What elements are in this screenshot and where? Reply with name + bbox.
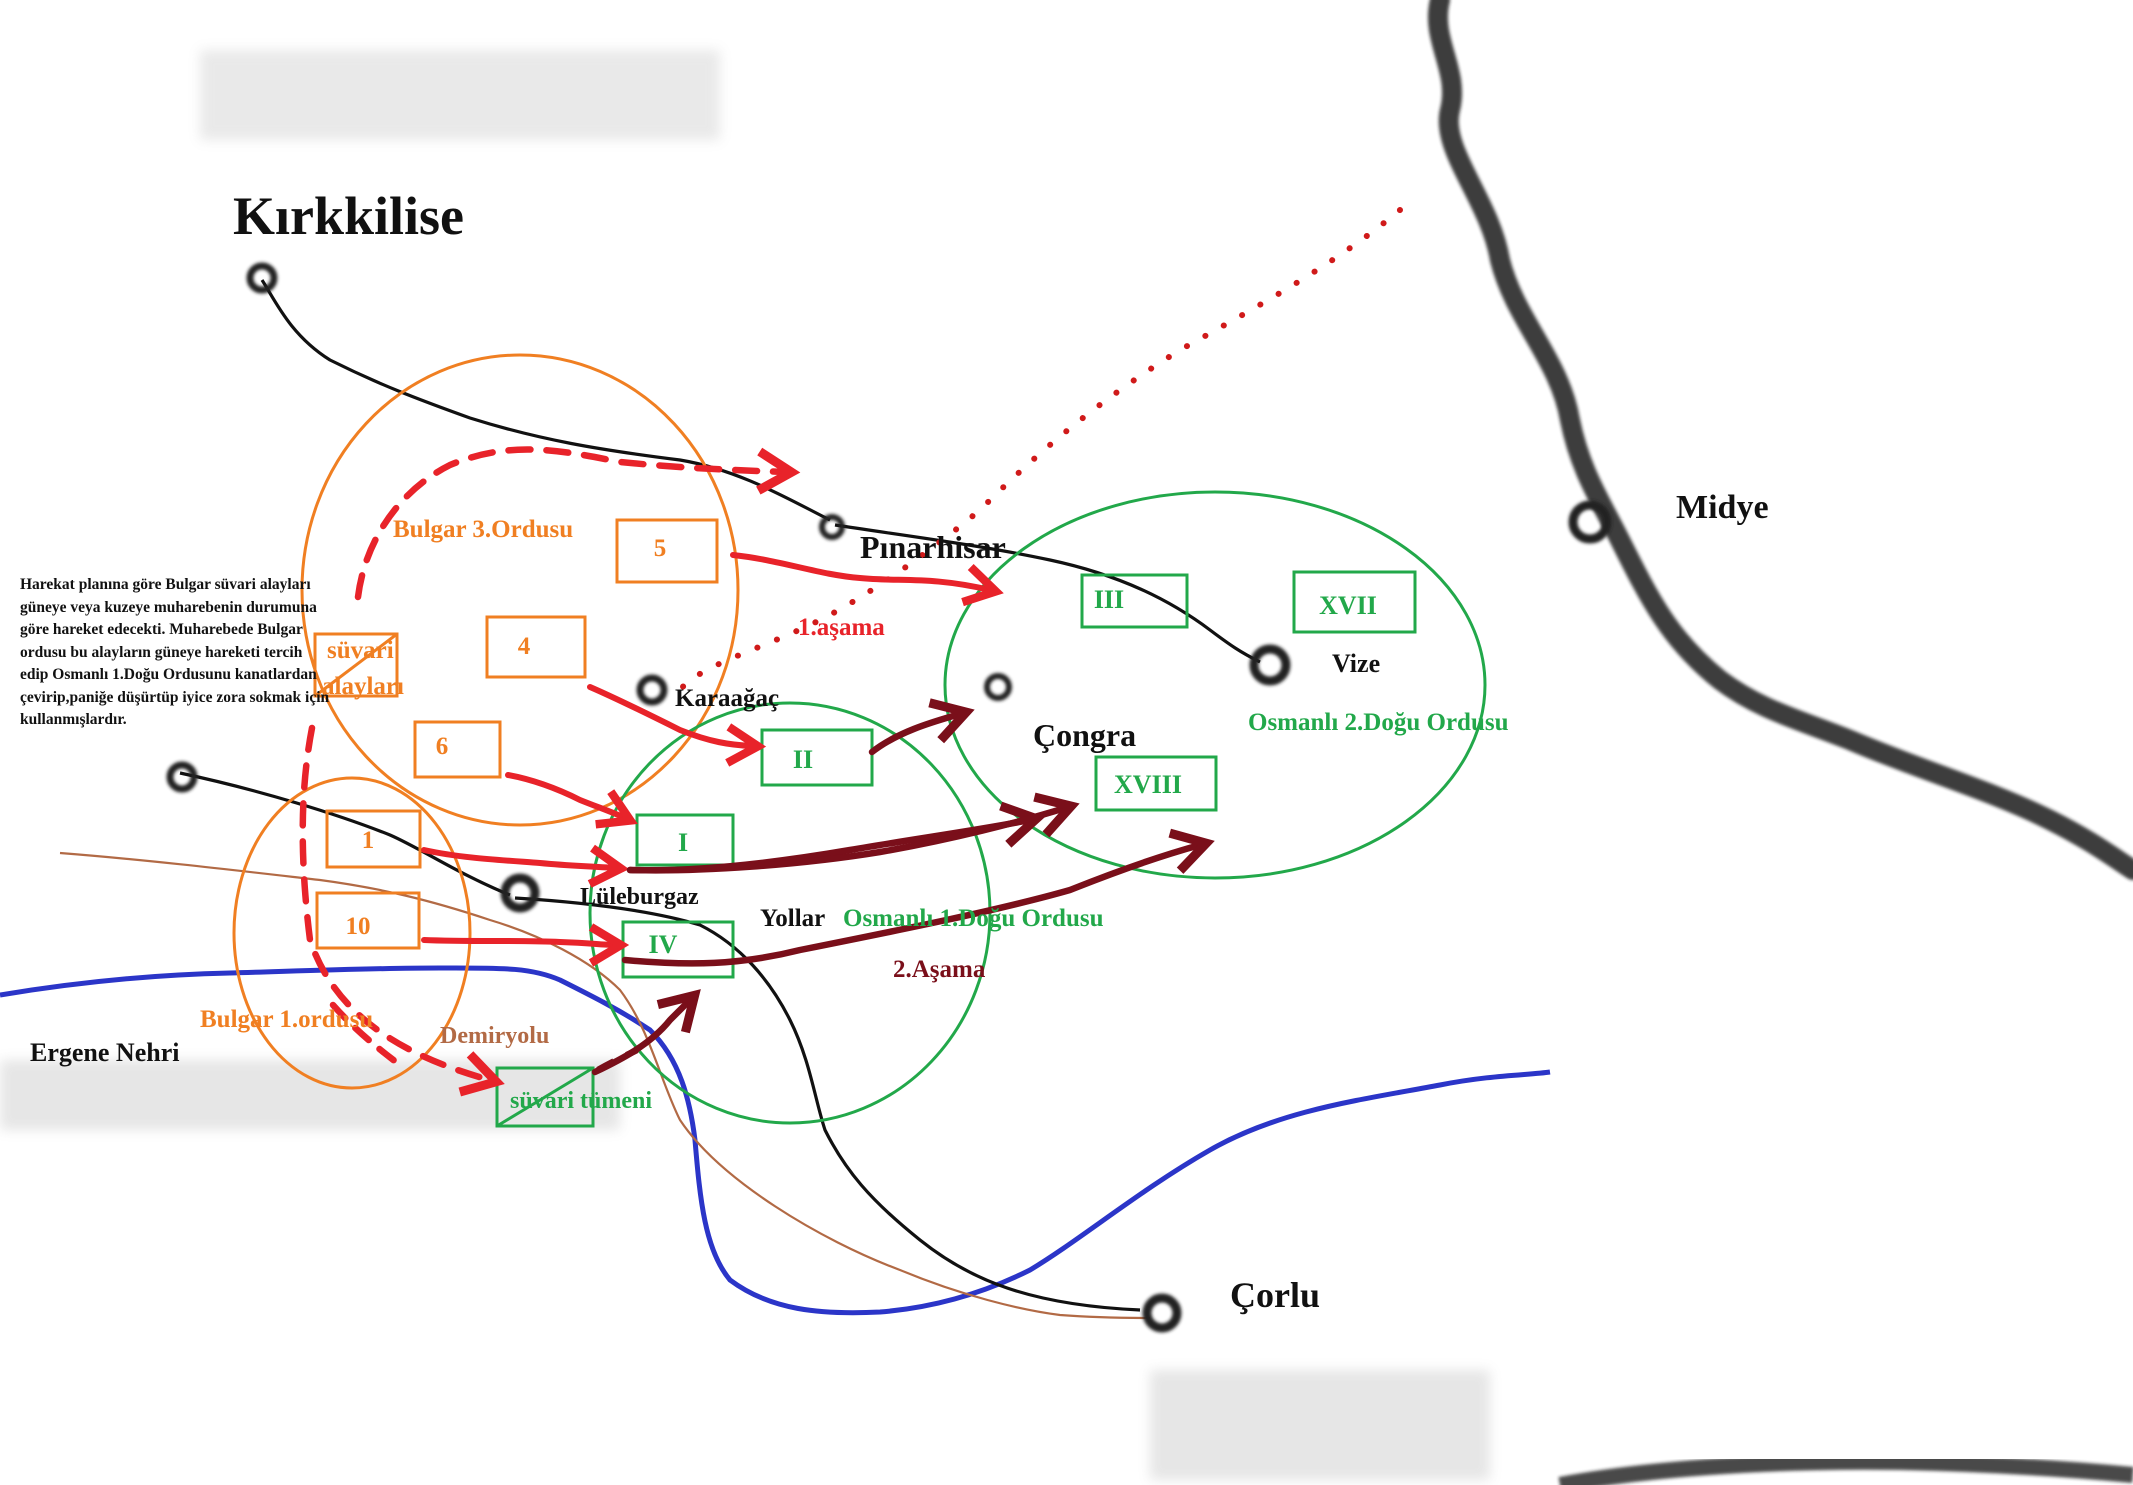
background-smudges xyxy=(0,50,1490,1480)
label-corlu: Çorlu xyxy=(1230,1275,1320,1315)
ottoman-cavalry-label: süvari tümeni xyxy=(510,1088,652,1114)
label-phase-1: 1.aşama xyxy=(798,614,885,641)
ottoman-unit-XVII-box xyxy=(1292,570,1417,634)
label-kirkkilise: Kırkkilise xyxy=(233,186,464,246)
ottoman-unit-IV: IV xyxy=(649,930,678,959)
phase2-arrow-cavalry xyxy=(591,989,701,1076)
label-railway: Demiryolu xyxy=(440,1023,549,1049)
phase1-arrow-10 xyxy=(421,923,630,967)
coastline xyxy=(1427,0,2133,880)
bulgar-1-army-ellipse xyxy=(232,776,472,1090)
ergene-river xyxy=(0,965,1551,1316)
cavalry-route-south xyxy=(299,724,505,1097)
ottoman-unit-I-box xyxy=(635,813,735,867)
phase2-arrow-cavalry-dash xyxy=(596,1047,639,1073)
label-phase-2: 2.Aşama xyxy=(893,956,986,983)
ottoman-cavalry-box xyxy=(495,1066,595,1128)
ottoman-unit-II-box xyxy=(760,728,874,787)
bulgar-unit-1: 1 xyxy=(362,827,375,854)
coastline-bottom xyxy=(1558,1453,2133,1485)
ottoman-unit-I: I xyxy=(678,828,688,857)
phase1-arrow-5 xyxy=(730,552,1004,607)
cavalry-route-hook xyxy=(329,1001,404,1069)
bulgar-unit-1-box xyxy=(325,809,422,869)
phase2-arrow-IV xyxy=(621,828,1215,967)
label-vize: Vize xyxy=(1332,649,1380,678)
label-luleburgaz: Lüleburgaz xyxy=(580,884,699,910)
dotted-line xyxy=(677,207,1403,693)
label-karaagac: Karaağaç xyxy=(675,685,779,712)
phase2-arrow-II xyxy=(868,698,975,756)
bulgar-unit-5: 5 xyxy=(654,535,667,562)
phase2-arrow-I-lower xyxy=(626,792,1080,874)
phase2-arrow-I-upper xyxy=(626,801,1046,874)
label-pinarhisar: Pınarhisar xyxy=(860,529,1006,565)
place-labels: Kırkkilise Pınarhisar Midye Vize Karaağa… xyxy=(30,186,1769,1315)
label-ottoman-1: Osmanlı 1.Doğu Ordusu xyxy=(843,905,1104,932)
phase1-arrow-4 xyxy=(587,684,767,767)
ottoman-unit-III-box xyxy=(1080,573,1189,629)
ottoman-unit-III: III xyxy=(1094,585,1124,614)
label-congra: Çongra xyxy=(1033,717,1136,753)
bulgar-unit-10: 10 xyxy=(346,913,371,940)
bulgar-unit-6-box xyxy=(413,720,502,779)
label-ergene: Ergene Nehri xyxy=(30,1038,179,1067)
ottoman-unit-IV-box xyxy=(621,920,735,979)
town-markers xyxy=(166,262,1612,1333)
label-bulgar-3: Bulgar 3.Ordusu xyxy=(393,516,573,543)
cavalry-route-north xyxy=(354,446,801,601)
bulgar-unit-4-box xyxy=(485,615,587,679)
bulgar-unit-4: 4 xyxy=(518,633,531,660)
bulgar-cavalry-slash xyxy=(314,632,398,698)
annotation-note: Harekat planına göre Bulgar süvari alayl… xyxy=(20,576,330,728)
ottoman-cavalry-slash xyxy=(496,1066,594,1128)
bulgar-unit-10-box xyxy=(315,891,421,950)
phase1-arrow-6 xyxy=(505,772,638,829)
label-ottoman-2: Osmanlı 2.Doğu Ordusu xyxy=(1248,709,1509,736)
label-yollar: Yollar xyxy=(760,905,825,932)
railway-line xyxy=(59,851,1151,1320)
ottoman-unit-XVIII: XVIII xyxy=(1114,770,1182,799)
label-midye: Midye xyxy=(1676,489,1769,526)
bulgar-unit-6: 6 xyxy=(436,733,449,760)
ottoman-2-army-ellipse xyxy=(943,490,1487,880)
phase1-arrow-1 xyxy=(421,844,630,888)
bulgar-cavalry-box xyxy=(313,632,399,698)
bulgar-unit-5-box xyxy=(615,518,719,584)
road-network xyxy=(179,279,1261,1312)
ottoman-unit-XVII: XVII xyxy=(1319,591,1377,620)
bulgar-3-army-ellipse xyxy=(300,353,740,827)
ottoman-unit-II: II xyxy=(793,745,813,774)
ottoman-unit-XVIII-box xyxy=(1094,755,1218,812)
label-bulgar-1: Bulgar 1.ordusu xyxy=(200,1006,373,1033)
bulgar-cavalry-label: süvari alayları xyxy=(322,637,404,700)
